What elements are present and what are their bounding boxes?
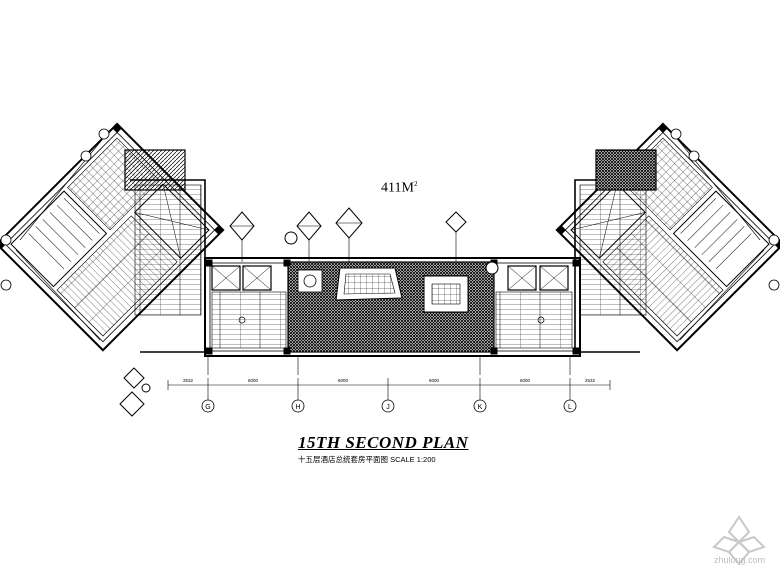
drawing-title: 15TH SECOND PLAN — [298, 433, 469, 452]
dimension-label: 2532 — [585, 378, 596, 383]
axis-label-g: G — [205, 404, 210, 411]
elevation-markers — [119, 207, 499, 417]
axis-label-k: K — [478, 404, 483, 411]
area-value: 411M — [381, 180, 414, 196]
wing-axis-bubbles — [0, 128, 780, 291]
dimension-label: 6000 — [520, 378, 531, 383]
drawing-subtitle: 十五层酒店总统套房平面图 SCALE 1:200 — [298, 455, 436, 464]
dimension-label: 2532 — [183, 378, 194, 383]
dimension-label: 6000 — [338, 378, 349, 383]
watermark-logo-icon — [712, 515, 766, 566]
area-label: 411M2 — [381, 180, 417, 197]
dimension-label: 6000 — [429, 378, 440, 383]
axis-label-j: J — [386, 404, 390, 411]
watermark-text: zhulong.com — [714, 555, 766, 565]
central-wing — [204, 257, 581, 357]
axis-label-l: L — [568, 404, 572, 411]
grid-axis-bubbles — [201, 399, 577, 413]
wing-dimension-lines — [15, 129, 765, 341]
dimension-lines — [167, 356, 611, 400]
dimension-label: 6000 — [248, 378, 259, 383]
area-superscript: 2 — [413, 180, 418, 188]
axis-label-h: H — [295, 404, 300, 411]
